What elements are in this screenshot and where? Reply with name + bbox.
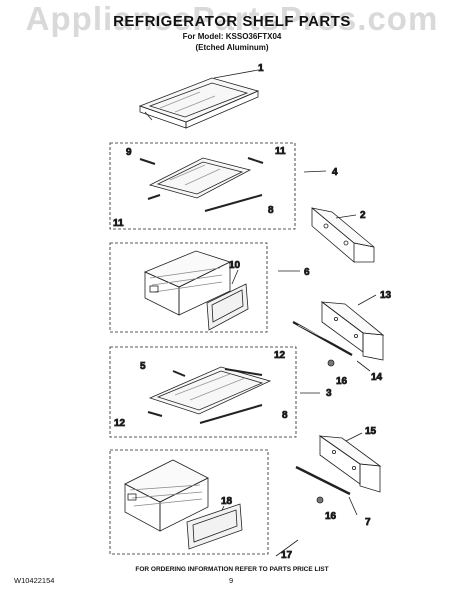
part-6-crisper-drawer [143,250,232,316]
part-14-rail-bracket [292,320,353,357]
callout-15: 15 [365,426,377,437]
callout-2: 2 [360,210,366,221]
page-title: REFRIGERATOR SHELF PARTS [113,13,351,30]
part-4-shelf-assembly [139,157,264,212]
callout-6: 6 [304,267,310,278]
part-2-bracket [311,207,375,263]
callout-5: 5 [140,361,146,372]
assembly-17-box [109,449,269,555]
callout-12-lower: 12 [114,418,126,429]
callout-16-lower: 16 [325,511,337,522]
part-3-shelf-assembly [147,366,272,424]
callout-18: 18 [221,496,233,507]
leader-18 [221,505,225,511]
callout-1: 1 [258,63,264,74]
leader-17 [275,539,299,557]
callout-4: 4 [332,167,338,178]
part-1-glass-shelf [138,77,260,129]
callout-11-lower: 11 [113,218,124,229]
assembly-3-box [109,346,297,438]
part-13-slide-rail [320,301,385,361]
leader-14 [356,360,371,372]
callout-3: 3 [326,388,332,399]
model-line: For Model: KSSO36FTX04 [182,32,282,41]
callout-17: 17 [281,550,293,561]
leader-4 [303,170,327,173]
leader-15 [345,432,363,442]
page-number: 9 [229,576,234,585]
leader-1 [213,69,259,79]
part-7-rail-bracket [295,465,351,496]
ordering-note: FOR ORDERING INFORMATION REFER TO PARTS … [135,566,329,573]
callout-13: 13 [380,290,392,301]
callout-10: 10 [229,260,241,271]
callout-7: 7 [365,517,371,528]
part-18-basket-front [186,503,243,550]
leader-10 [231,269,239,285]
callout-9: 9 [126,147,132,158]
part-15-slide-rail [318,435,382,493]
document-number: W10422154 [14,576,55,585]
assembly-4-box [109,142,296,230]
callout-8-upper: 8 [268,205,274,216]
part-16-screw-upper [327,359,335,367]
part-17-freezer-basket [124,459,209,532]
part-16-screw-lower [316,496,324,504]
leader-13 [357,294,377,306]
variant-line: (Etched Aluminum) [195,43,269,52]
callout-12-upper: 12 [274,350,286,361]
leader-7 [348,496,358,516]
watermark: AppliancePartsPros.com [25,0,439,37]
callout-8-lower: 8 [282,410,288,421]
leader-2 [335,214,357,219]
part-10-drawer-front [206,283,249,331]
callout-11-upper: 11 [275,146,286,157]
assembly-6-box [109,242,268,333]
callout-14: 14 [371,372,383,383]
callout-16-upper: 16 [336,376,348,387]
